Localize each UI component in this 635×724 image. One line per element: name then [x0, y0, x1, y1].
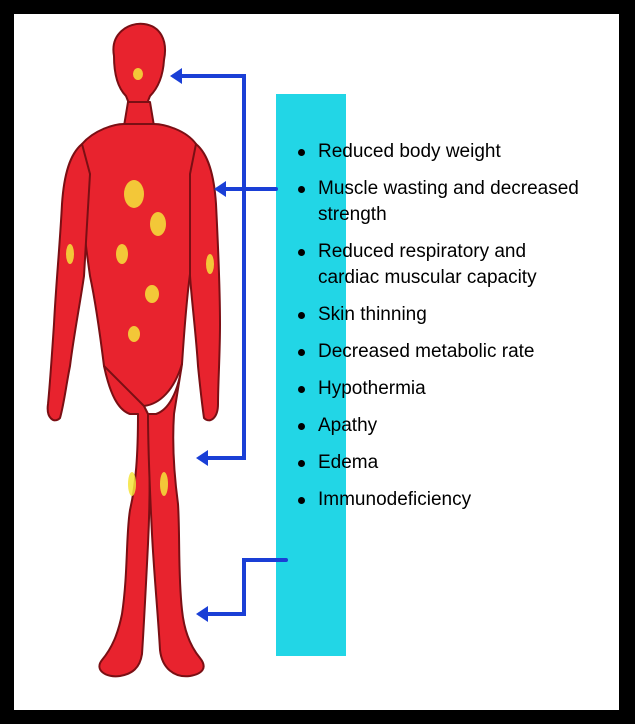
- bullet-icon: [298, 149, 305, 156]
- list-item: Hypothermia: [292, 376, 582, 402]
- list-item: Edema: [292, 450, 582, 476]
- list-item: Apathy: [292, 413, 582, 439]
- bullet-icon: [298, 460, 305, 467]
- symptom-label: Decreased metabolic rate: [318, 341, 535, 362]
- symptom-label: Hypothermia: [318, 378, 426, 399]
- list-item: Immunodeficiency: [292, 487, 582, 513]
- diagram-frame: Reduced body weight Muscle wasting and d…: [14, 14, 619, 710]
- bullet-icon: [298, 249, 305, 256]
- symptom-label: Edema: [318, 452, 378, 473]
- list-item: Skin thinning: [292, 302, 582, 328]
- symptom-label: Muscle wasting and decreased strength: [318, 178, 579, 225]
- symptom-list: Reduced body weight Muscle wasting and d…: [292, 139, 582, 524]
- symptom-label: Immunodeficiency: [318, 489, 471, 510]
- list-item: Muscle wasting and decreased strength: [292, 176, 582, 228]
- list-item: Decreased metabolic rate: [292, 339, 582, 365]
- bullet-icon: [298, 349, 305, 356]
- bullet-icon: [298, 312, 305, 319]
- bullet-icon: [298, 186, 305, 193]
- bullet-icon: [298, 423, 305, 430]
- symptom-label: Reduced body weight: [318, 141, 501, 162]
- bullet-icon: [298, 386, 305, 393]
- symptom-label: Skin thinning: [318, 304, 427, 325]
- bullet-icon: [298, 497, 305, 504]
- list-item: Reduced respiratory and cardiac muscular…: [292, 239, 582, 291]
- symptom-label: Apathy: [318, 415, 377, 436]
- list-item: Reduced body weight: [292, 139, 582, 165]
- symptom-label: Reduced respiratory and cardiac muscular…: [318, 241, 537, 288]
